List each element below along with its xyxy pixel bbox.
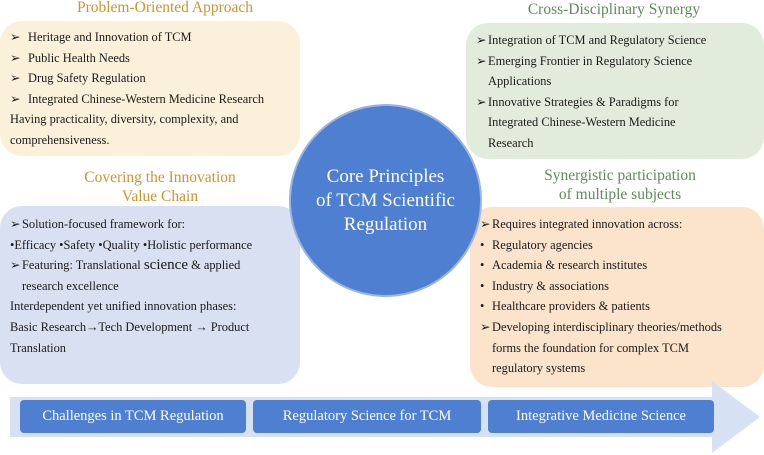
arrow-bullet-icon: ➢ [10, 30, 21, 44]
list-item-continued: Integrated Chinese-Western Medicine [488, 115, 676, 130]
center-title-line: of TCM Scientific [316, 189, 455, 211]
list-item-continued: Applications [488, 74, 552, 89]
list-item: ➢Solution-focused framework for: [10, 214, 290, 235]
cross-disciplinary-title: Cross-Disciplinary Synergy [527, 1, 701, 18]
list-item: •Healthcare providers & patients [480, 296, 754, 317]
list-item: ➢Developing interdisciplinary theories/m… [480, 317, 754, 338]
list-item: ➢Requires integrated innovation across: [480, 214, 754, 235]
list-item: ➢Public Health Needs [10, 48, 290, 69]
dot-bullet-icon: • [480, 258, 485, 273]
list-item: ➢Innovative Strategies & Paradigms for [476, 92, 754, 113]
innovation-chain-title: Covering the Innovation Value Chain [84, 169, 236, 205]
chain-text: Translation [10, 340, 66, 355]
arrow-bullet-icon: ➢ [480, 217, 491, 231]
problem-oriented-panel: ➢Heritage and Innovation of TCM ➢Public … [0, 21, 300, 156]
arrow-bullet-icon: ➢ [476, 33, 487, 47]
arrow-bullet-icon: ➢ [10, 217, 21, 231]
phases-text: Interdependent yet unified innovation ph… [10, 299, 237, 314]
arrow-bullet-icon: ➢ [476, 94, 487, 109]
dot-bullet-icon: • [480, 278, 485, 293]
list-item: ➢Drug Safety Regulation [10, 68, 290, 89]
multiple-subjects-panel: ➢Requires integrated innovation across: … [470, 207, 764, 387]
arrow-bullet-icon: ➢ [476, 53, 487, 68]
list-item: •Academia & research institutes [480, 255, 754, 276]
list-item-continued: forms the foundation for complex TCM [492, 340, 689, 355]
arrow-bullet-icon: ➢ [10, 91, 21, 106]
list-item: ➢Featuring: Translational science & appl… [10, 255, 290, 276]
timeline-stage-integrative-medicine: Integrative Medicine Science [488, 400, 714, 433]
arrow-bullet-icon: ➢ [10, 71, 21, 86]
summary-text: comprehensiveness. [10, 132, 110, 147]
list-item: ➢Emerging Frontier in Regulatory Science [476, 51, 754, 72]
list-item: ➢Heritage and Innovation of TCM [10, 27, 290, 48]
list-item-continued: research excellence [22, 278, 119, 293]
innovation-chain-panel: ➢Solution-focused framework for: •Effica… [0, 206, 300, 384]
arrow-bullet-icon: ➢ [10, 258, 21, 273]
list-item: ➢Integrated Chinese-Western Medicine Res… [10, 89, 290, 110]
cross-disciplinary-panel: ➢Integration of TCM and Regulatory Scien… [466, 23, 764, 159]
arrow-bullet-icon: ➢ [480, 319, 491, 334]
timeline-stage-challenges: Challenges in TCM Regulation [20, 400, 246, 433]
criteria-text: •Efficacy •Safety •Quality •Holistic per… [10, 237, 253, 252]
list-item-continued: regulatory systems [492, 361, 586, 376]
arrow-bullet-icon: ➢ [10, 50, 21, 65]
center-title-line: Core Principles [326, 165, 445, 187]
problem-oriented-title: Problem-Oriented Approach [76, 0, 254, 16]
multiple-subjects-title: Synergistic participation of multiple su… [544, 167, 696, 203]
list-item-continued: Research [488, 135, 534, 150]
chain-text: Basic Research→Tech Development → Produc… [10, 319, 250, 334]
dot-bullet-icon: • [480, 299, 485, 314]
list-item: •Industry & associations [480, 276, 754, 297]
summary-text: Having practicality, diversity, complexi… [10, 112, 239, 127]
timeline-stage-regulatory-science: Regulatory Science for TCM [253, 400, 481, 433]
list-item: •Regulatory agencies [480, 235, 754, 256]
core-principles-circle: Core Principles of TCM Scientific Regula… [291, 106, 480, 295]
list-item: ➢Integration of TCM and Regulatory Scien… [476, 30, 754, 51]
center-title-line: Regulation [343, 213, 428, 235]
dot-bullet-icon: • [480, 237, 485, 252]
